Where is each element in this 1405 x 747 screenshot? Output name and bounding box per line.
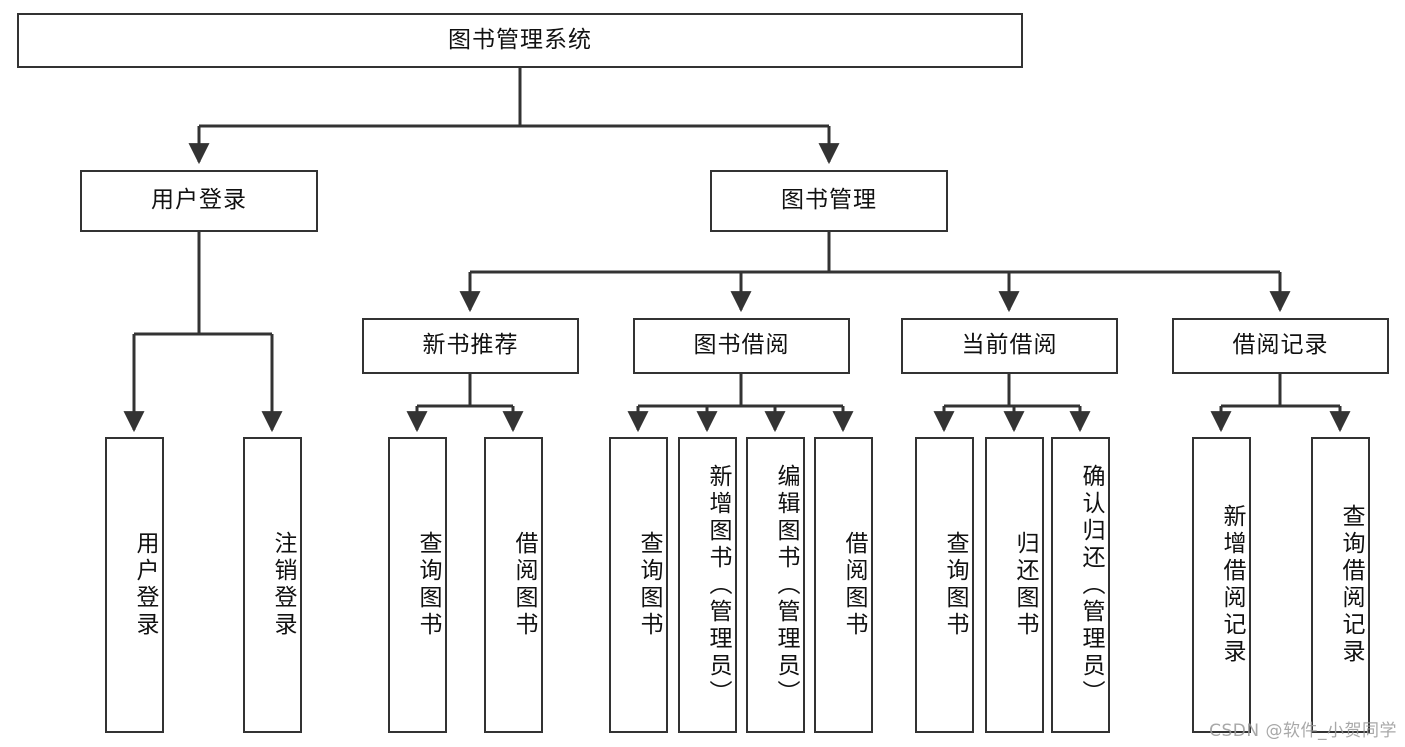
node-book-management-label: 图书管理 (781, 187, 877, 214)
node-leaf-logout-label: 注销登录 (270, 531, 296, 639)
node-new-book-recommend[interactable]: 新书推荐 (362, 318, 579, 374)
node-leaf-borrow-book-recommend[interactable]: 借阅图书 (484, 437, 543, 733)
node-leaf-user-login-label: 用户登录 (132, 531, 158, 639)
node-current-borrow-label: 当前借阅 (961, 332, 1058, 359)
csdn-watermark: CSDN @软件_小贺同学 (1209, 721, 1397, 741)
node-leaf-query-book-recommend-label: 查询图书 (415, 531, 441, 639)
node-borrow-record-label: 借阅记录 (1232, 332, 1329, 359)
node-user-login[interactable]: 用户登录 (80, 170, 318, 232)
node-leaf-return-book-label: 归还图书 (1012, 531, 1038, 639)
node-leaf-query-borrow-record[interactable]: 查询借阅记录 (1311, 437, 1370, 733)
node-leaf-borrow-book-recommend-label: 借阅图书 (511, 531, 537, 639)
node-leaf-query-book-current[interactable]: 查询图书 (915, 437, 974, 733)
node-leaf-logout[interactable]: 注销登录 (243, 437, 302, 733)
node-leaf-add-book-label: 新增图书（管理员） (705, 463, 731, 707)
node-leaf-query-book-recommend[interactable]: 查询图书 (388, 437, 447, 733)
node-borrow-record[interactable]: 借阅记录 (1172, 318, 1389, 374)
node-leaf-confirm-return-label: 确认归还（管理员） (1078, 463, 1104, 707)
node-leaf-query-book-borrow[interactable]: 查询图书 (609, 437, 668, 733)
node-leaf-return-book[interactable]: 归还图书 (985, 437, 1044, 733)
node-book-borrow[interactable]: 图书借阅 (633, 318, 850, 374)
node-current-borrow[interactable]: 当前借阅 (901, 318, 1118, 374)
node-leaf-edit-book-label: 编辑图书（管理员） (773, 463, 799, 707)
node-root-label: 图书管理系统 (448, 26, 592, 53)
node-book-management[interactable]: 图书管理 (710, 170, 948, 232)
node-leaf-confirm-return[interactable]: 确认归还（管理员） (1051, 437, 1110, 733)
node-leaf-add-book[interactable]: 新增图书（管理员） (678, 437, 737, 733)
node-leaf-add-borrow-record[interactable]: 新增借阅记录 (1192, 437, 1251, 733)
node-user-login-label: 用户登录 (151, 187, 247, 214)
node-book-borrow-label: 图书借阅 (693, 332, 790, 359)
node-leaf-add-borrow-record-label: 新增借阅记录 (1219, 504, 1245, 666)
node-root[interactable]: 图书管理系统 (17, 13, 1023, 68)
node-leaf-query-book-borrow-label: 查询图书 (636, 531, 662, 639)
node-new-book-recommend-label: 新书推荐 (422, 332, 519, 359)
node-leaf-user-login[interactable]: 用户登录 (105, 437, 164, 733)
node-leaf-query-book-current-label: 查询图书 (942, 531, 968, 639)
node-leaf-borrow-book[interactable]: 借阅图书 (814, 437, 873, 733)
node-leaf-edit-book[interactable]: 编辑图书（管理员） (746, 437, 805, 733)
node-leaf-query-borrow-record-label: 查询借阅记录 (1338, 504, 1364, 666)
node-leaf-borrow-book-label: 借阅图书 (841, 531, 867, 639)
